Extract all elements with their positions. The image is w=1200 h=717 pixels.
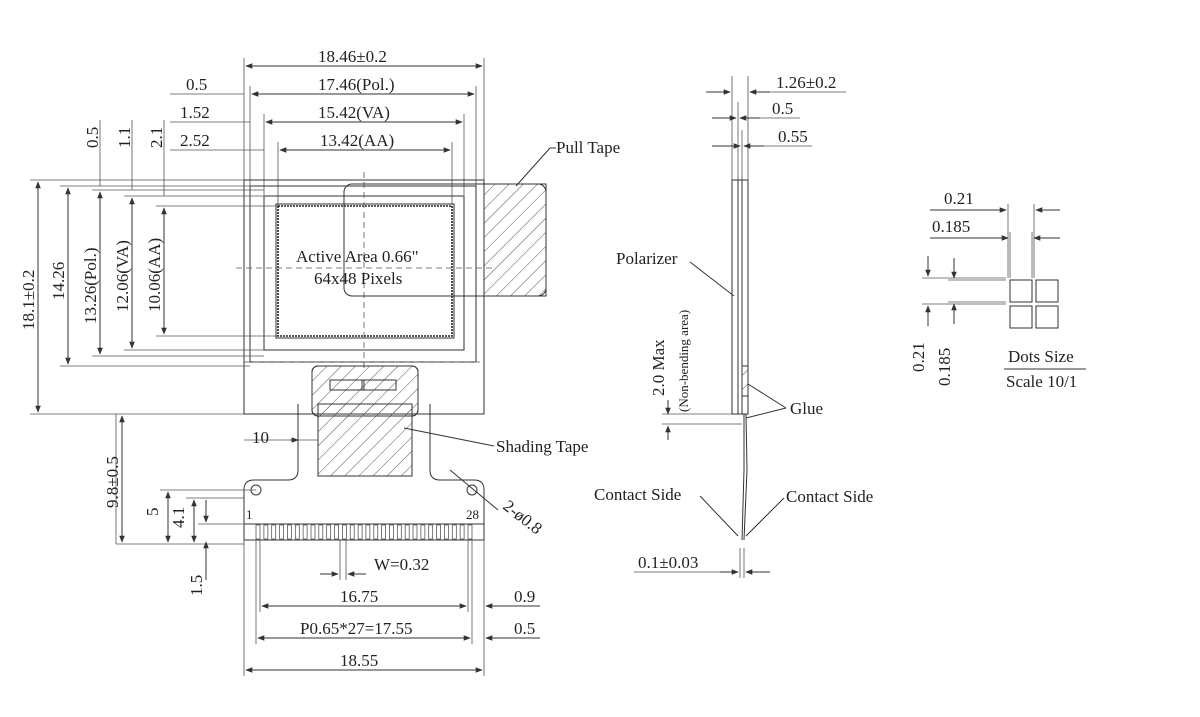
- dot-height-label: 0.21: [909, 342, 928, 372]
- fpc-pin: [389, 524, 394, 540]
- dot-width-label: 0.21: [944, 189, 974, 208]
- height-aa-offset-label: 2.1: [147, 127, 166, 148]
- width-pol-label: 17.46(Pol.): [318, 75, 395, 94]
- pull-tape-label: Pull Tape: [556, 138, 620, 157]
- pull-tape: [483, 183, 547, 297]
- pin-last-label: 28: [466, 507, 479, 522]
- dot: [1035, 279, 1059, 303]
- fpc-pin: [412, 524, 418, 540]
- width-pol-offset-label: 0.5: [186, 75, 207, 94]
- mount-hole-right: [466, 484, 478, 496]
- tail-length-label: 9.8±0.5: [103, 456, 122, 508]
- dots-scale: Scale 10/1: [1006, 372, 1077, 391]
- side-dim-055-label: 0.55: [778, 127, 808, 146]
- width-outline-label: 18.46±0.2: [318, 47, 387, 66]
- fpc-thickness-label: 0.1±0.03: [638, 553, 698, 572]
- fpc-pin: [357, 524, 363, 540]
- holes-label: 2-ø0.8: [500, 496, 546, 538]
- width-aa-offset-label: 2.52: [180, 131, 210, 150]
- edge-0-9-label: 0.9: [514, 587, 535, 606]
- fpc-pin: [271, 524, 277, 540]
- dim-1-5-label: 1.5: [187, 575, 206, 596]
- width-va-label: 15.42(VA): [318, 103, 390, 122]
- fpc-view: Shading Tape 2-ø0.8 1 28 10 9.8±0.5 5 4.…: [103, 365, 588, 676]
- fpc-pin: [294, 524, 300, 540]
- glass-stack: [731, 179, 749, 415]
- fpc-pin: [326, 524, 332, 540]
- fpc-pin: [310, 524, 316, 540]
- bend-note-label: (Non-bending area): [676, 310, 691, 412]
- fpc-pin: [302, 524, 308, 540]
- glue-label: Glue: [790, 399, 823, 418]
- fpc-pin: [428, 524, 434, 540]
- height-outline-label: 18.1±0.2: [19, 270, 38, 330]
- pixels-label: 64x48 Pixels: [314, 269, 402, 288]
- thickness-label: 1.26±0.2: [776, 73, 836, 92]
- edge-0-5-label: 0.5: [514, 619, 535, 638]
- front-view: 18.46±0.2 17.46(Pol.) 15.42(VA) 13.42(AA…: [19, 47, 620, 415]
- fpc-pin: [467, 524, 473, 540]
- dim-4-1-label: 4.1: [169, 507, 188, 528]
- fpc-pin: [444, 524, 449, 540]
- dot-height-inner-label: 0.185: [935, 348, 954, 386]
- dots-title: Dots Size: [1008, 347, 1074, 366]
- height-pol-offset-label: 0.5: [83, 127, 102, 148]
- shading-tape-label: Shading Tape: [496, 437, 588, 456]
- dot-width-inner-label: 0.185: [932, 217, 970, 236]
- neck-width-label: 10: [252, 428, 269, 447]
- fpc-pin: [420, 524, 426, 540]
- fpc-pin: [396, 524, 402, 540]
- fpc-pin: [287, 524, 292, 540]
- active-area: [277, 205, 453, 337]
- pin-first-label: 1: [246, 507, 253, 522]
- side-dim-05-label: 0.5: [772, 99, 793, 118]
- pin-width-label: W=0.32: [374, 555, 429, 574]
- fpc-pin: [349, 524, 355, 540]
- dot: [1035, 305, 1059, 329]
- contact-side-left-label: Contact Side: [594, 485, 681, 504]
- active-area-label: Active Area 0.66": [296, 247, 419, 266]
- fpc-width-label: 18.55: [340, 651, 378, 670]
- fpc-pin: [381, 524, 386, 540]
- dots-detail: 0.21 0.185 0.21 0.185 Dots Size Scale 10…: [909, 189, 1086, 391]
- fpc-pin: [263, 524, 269, 540]
- fpc-pin: [365, 524, 371, 540]
- fpc-pin: [451, 524, 457, 540]
- dot: [1009, 279, 1033, 303]
- fpc-pin: [436, 524, 441, 540]
- fpc-pin: [279, 524, 284, 540]
- height-pol-total-label: 14.26: [49, 262, 68, 300]
- dim-5-label: 5: [143, 508, 162, 517]
- fpc-pins: [255, 524, 473, 540]
- width-va-offset-label: 1.52: [180, 103, 210, 122]
- fpc-pin: [318, 524, 324, 540]
- polarizer-label: Polarizer: [616, 249, 678, 268]
- fpc-pin: [342, 524, 347, 540]
- pin-span-label: 16.75: [340, 587, 378, 606]
- height-va-label: 12.06(VA): [113, 240, 132, 312]
- fpc-pin: [373, 524, 379, 540]
- bend-max-label: 2.0 Max: [649, 339, 668, 396]
- pitch-label: P0.65*27=17.55: [300, 619, 413, 638]
- fpc-pin: [459, 524, 465, 540]
- width-aa-label: 13.42(AA): [320, 131, 394, 150]
- side-view: 1.26±0.2 0.5 0.55 Polarizer 2.0 Max (Non…: [594, 73, 873, 578]
- fpc-pin: [255, 524, 261, 540]
- shading-tape: [317, 403, 413, 477]
- fpc-pin: [334, 524, 339, 540]
- dot: [1009, 305, 1033, 329]
- contact-side-right-label: Contact Side: [786, 487, 873, 506]
- height-aa-label: 10.06(AA): [145, 238, 164, 312]
- height-pol-label: 13.26(Pol.): [81, 248, 100, 325]
- height-va-offset-label: 1.1: [115, 127, 134, 148]
- fpc-pin: [404, 524, 410, 540]
